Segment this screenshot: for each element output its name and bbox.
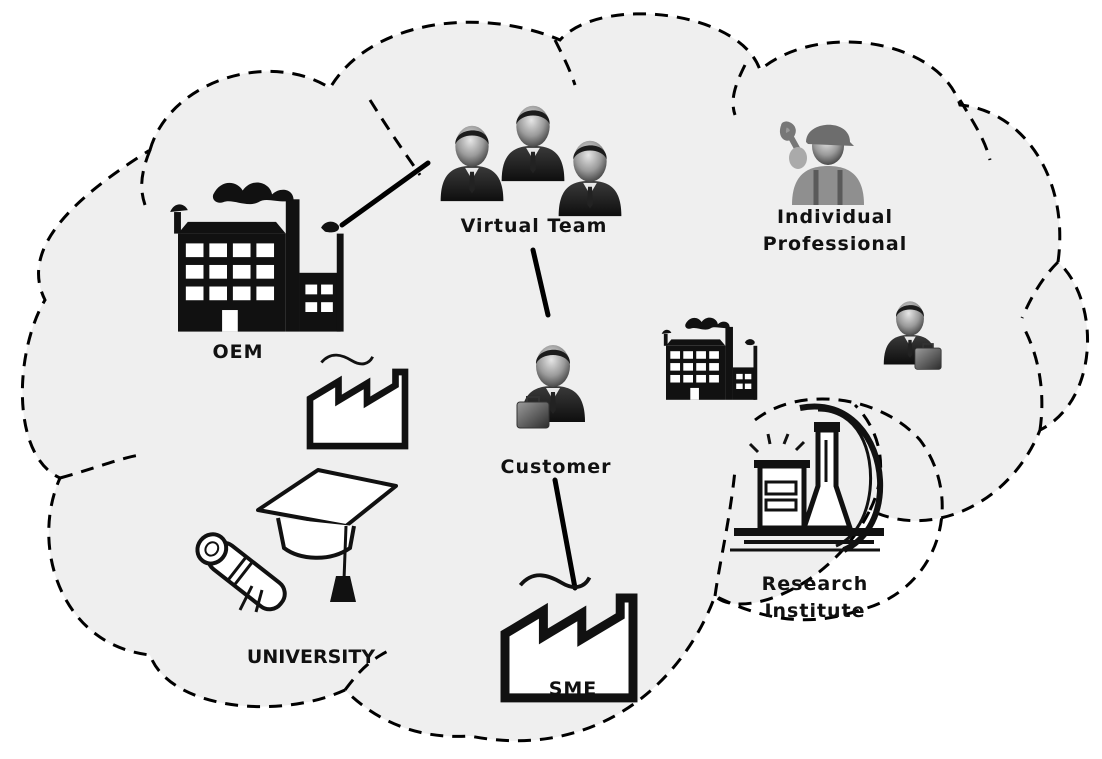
research-institute-icon bbox=[730, 403, 884, 553]
individual-professional-label-line2: Professional bbox=[763, 233, 908, 255]
research-institute-label-line2: Institute bbox=[764, 600, 865, 622]
connector-customer-sme bbox=[552, 477, 578, 591]
individual-professional-icon bbox=[780, 121, 864, 205]
research-institute-label-line1: Research bbox=[762, 573, 869, 595]
virtual-team-label: Virtual Team bbox=[461, 215, 608, 237]
university-icon bbox=[195, 468, 398, 613]
sme-label: SME bbox=[549, 678, 598, 700]
individual-professional-label-line1: Individual bbox=[777, 206, 893, 228]
customer-icon bbox=[516, 345, 585, 429]
connectors bbox=[339, 160, 578, 591]
connector-oem-virtual-team bbox=[339, 160, 431, 228]
customer-label: Customer bbox=[501, 456, 612, 478]
connector-virtual-team-customer bbox=[530, 247, 551, 318]
oem-label: OEM bbox=[212, 341, 263, 363]
professional-small-icon bbox=[883, 301, 942, 370]
university-label: UNIVERSITY bbox=[247, 646, 375, 668]
